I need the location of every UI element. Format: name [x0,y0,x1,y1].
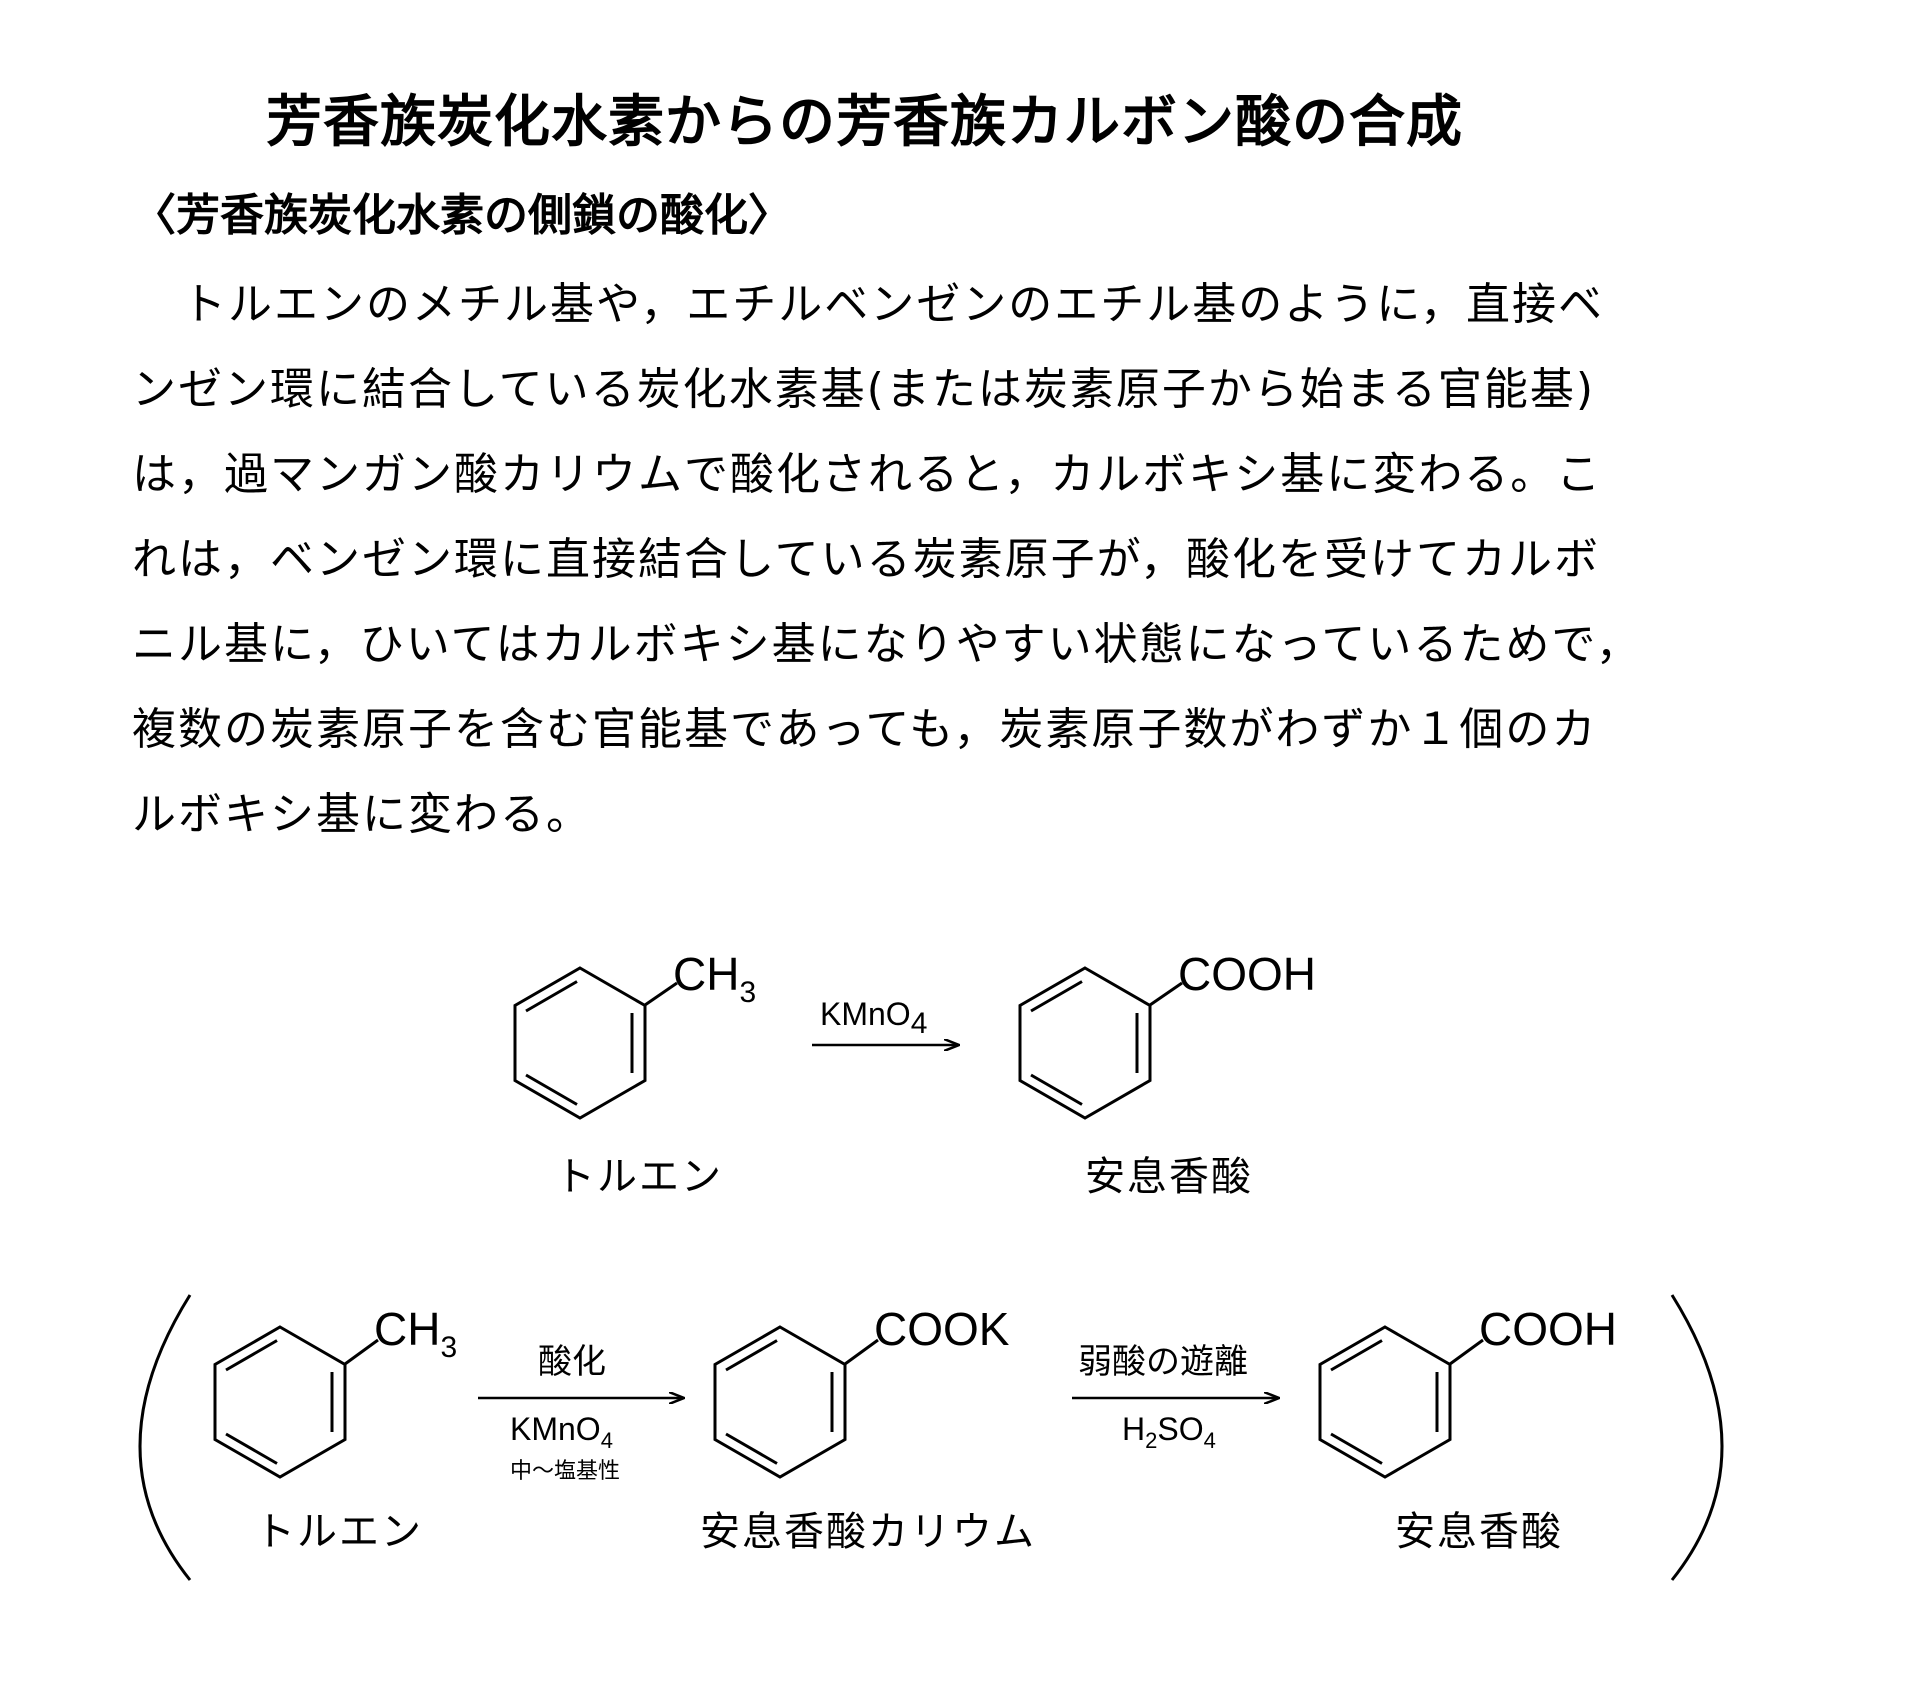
compound-name-benzoic-acid: 安息香酸 [1395,1509,1563,1555]
compound-name-potassium-benzoate: 安息香酸カリウム [700,1509,1036,1555]
reaction-2: CH3 トルエン 酸化 KMnO4 中〜塩基性 COOK 安息香酸カリウム 弱酸… [138,1294,1724,1581]
paragraph-line: ンゼン環に結合している炭化水素基(または炭素原子から始まる官能基) [132,364,1596,415]
step2-reagent: H2SO4 [1122,1411,1216,1453]
step1-label: 酸化 [538,1342,606,1382]
benzene-ring-potassium-benzoate [713,1325,847,1479]
benzene-ring-toluene [213,1325,347,1479]
paragraph-line: ルボキシ基に変わる。 [132,789,592,840]
paragraph-line: ニル基に，ひいてはカルボキシ基になりやすい状態になっているためで， [132,619,1642,670]
benzene-ring-benzoic-acid [1018,966,1152,1120]
step2-label: 弱酸の遊離 [1078,1342,1248,1382]
paragraph-line: 複数の炭素原子を含む官能基であっても，炭素原子数がわずか１個のカ [132,704,1598,755]
reaction-1: CH3 トルエン KMnO4 COOH 安息香酸 [513,948,1316,1200]
paragraph-line: トルエンのメチル基や，エチルベンゼンのエチル基のように，直接ベ [182,279,1605,330]
paragraph-line: れは，ベンゼン環に直接結合している炭素原子が，酸化を受けてカルボ [132,534,1601,585]
carboxyl-group: COOH [1178,948,1316,1000]
compound-name-toluene: トルエン [555,1154,723,1200]
compound-name-toluene: トルエン [255,1509,423,1555]
section-heading: 〈芳香族炭化水素の側鎖の酸化〉 [132,190,792,241]
paragraph-line: は，過マンガン酸カリウムで酸化されると，カルボキシ基に変わる。こ [132,449,1603,500]
methyl-group: CH3 [374,1303,457,1364]
right-parenthesis [1670,1294,1724,1581]
carboxyl-group: COOH [1479,1303,1617,1355]
page-title: 芳香族炭化水素からの芳香族カルボン酸の合成 [266,90,1463,155]
methyl-group: CH3 [673,948,756,1009]
bond-line [1449,1338,1484,1366]
bond-line [344,1338,379,1366]
step1-reagent: KMnO4 [510,1411,613,1453]
reagent-label: KMnO4 [820,996,927,1040]
benzene-ring-benzoic-acid [1318,1325,1452,1479]
left-parenthesis [138,1294,192,1581]
compound-name-benzoic-acid: 安息香酸 [1085,1154,1253,1200]
bond-line [1149,981,1183,1007]
bond-line [644,981,678,1007]
step1-condition: 中〜塩基性 [510,1459,620,1484]
benzene-ring-toluene [513,966,647,1120]
bond-line [844,1338,879,1366]
body-paragraph: トルエンのメチル基や，エチルベンゼンのエチル基のように，直接ベ ンゼン環に結合し… [132,262,1752,857]
carboxylate-group: COOK [874,1303,1010,1355]
